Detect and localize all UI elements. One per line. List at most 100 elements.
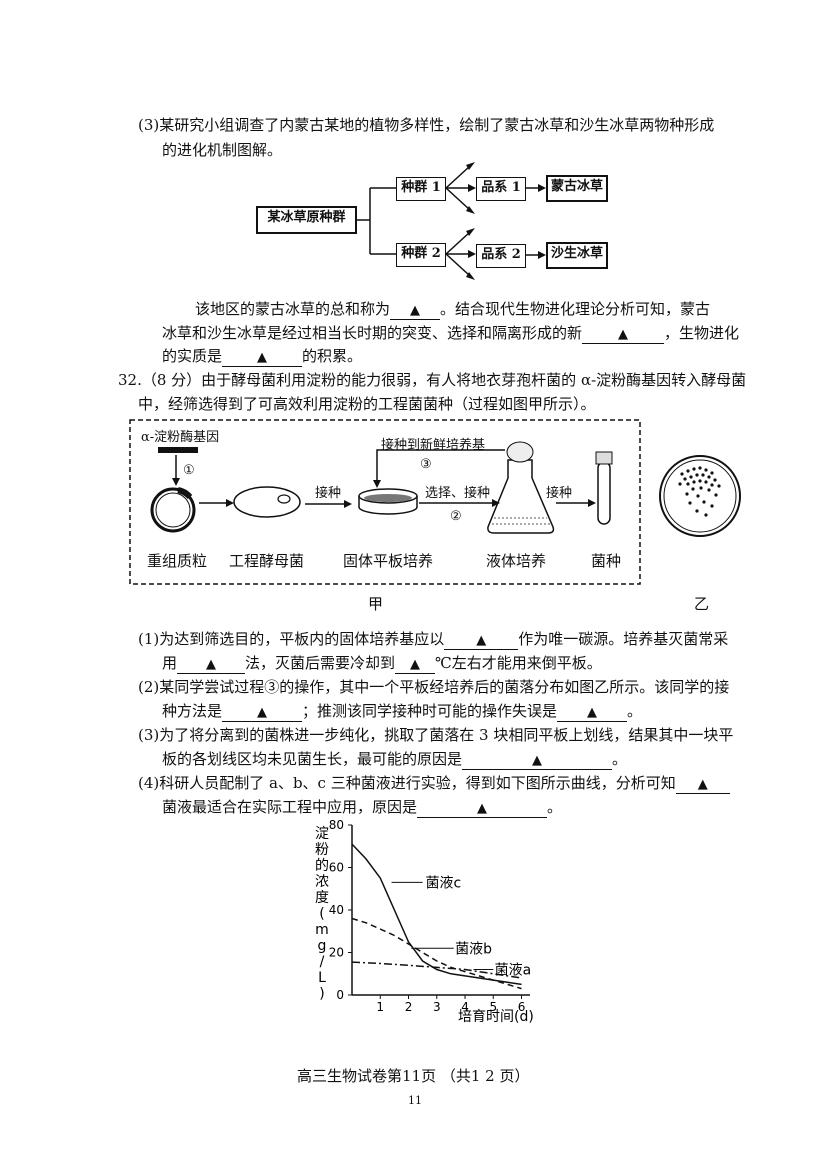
q32-head2: 中，经筛选得到了可高效利用淀粉的工程菌菌种（过程如图甲所示）。: [138, 395, 596, 413]
liquid-culture-label: 液体培养: [486, 552, 547, 570]
answer-blank[interactable]: ▲: [444, 631, 519, 650]
step-2-label: ②: [450, 509, 462, 524]
y-axis-label-char: (: [319, 906, 324, 922]
text-fragment: 。: [612, 750, 628, 768]
plate-yi-shape: [659, 455, 741, 537]
figure-yi-caption: 乙: [694, 595, 710, 613]
strain-1-box: 品系 1: [476, 177, 526, 201]
q32-3-line1: (3)为了将分离到的菌株进一步纯化，挑取了菌落在 3 块相同平板上划线，结果其中…: [138, 726, 734, 744]
flask-shape: [487, 459, 555, 534]
series-label: 菌液b: [455, 941, 492, 957]
x-axis-label: 培育时间(d): [458, 1009, 534, 1025]
q31-3-text-line1: 该地区的蒙古冰草的总和称为 ▲ 。结合现代生物进化理论分析可知，蒙古: [195, 299, 710, 320]
y-axis-label-char: L: [318, 970, 326, 986]
solid-culture-label: 固体平板培养: [343, 552, 434, 570]
series-label: 菌液a: [495, 963, 532, 979]
answer-blank[interactable]: ▲: [675, 775, 730, 794]
y-axis-label-char: /: [320, 954, 325, 970]
x-tick-label: 2: [405, 1000, 413, 1014]
y-axis-label-char: 度: [315, 890, 329, 906]
q32-2-line1: (2)某同学尝试过程③的操作，其中一个平板经培养后的菌落分布如图乙所示。该同学的…: [138, 678, 730, 696]
blank-marker-icon: ▲: [697, 777, 708, 792]
text-fragment: 的积累。: [302, 347, 363, 365]
text-fragment: 法，灭菌后需要冷却到: [245, 654, 396, 672]
strain-2-box: 品系 2: [476, 244, 526, 268]
q32-4-line1: (4)科研人员配制了 a、b、c 三种菌液进行实验，得到如下图所示曲线，分析可知…: [138, 773, 730, 794]
footer-title: 高三生物试卷第11页 （共1 2 页）: [297, 1067, 530, 1085]
y-tick-label: 0: [336, 988, 344, 1002]
population-1-box: 种群 1: [396, 177, 446, 201]
text-fragment: ，生物进化: [664, 324, 740, 342]
footer-page-number: 11: [408, 1094, 422, 1107]
x-tick-label: 6: [518, 1000, 526, 1014]
text-fragment: 。: [627, 702, 643, 720]
text-fragment: 用: [162, 654, 178, 672]
answer-blank[interactable]: ▲: [582, 325, 665, 344]
plasmid-shape: [150, 487, 196, 533]
y-tick-label: 60: [329, 861, 344, 875]
series-label: 菌液c: [425, 875, 461, 891]
x-tick-label: 5: [489, 1000, 497, 1014]
population-2-box: 种群 2: [396, 243, 446, 267]
text-fragment: 。结合现代生物进化理论分析可知，蒙古: [440, 300, 711, 318]
answer-blank[interactable]: ▲: [222, 703, 303, 722]
species-sand-box: 沙生冰草: [546, 242, 608, 269]
gene-bar: [158, 447, 198, 453]
yeast-shape: [233, 486, 301, 518]
answer-blank[interactable]: ▲: [462, 751, 613, 770]
y-axis-label-char: 浓: [315, 874, 329, 890]
answer-blank[interactable]: ▲: [222, 348, 303, 367]
text-fragment: 作为唯一碳源。培养基灭菌常采: [518, 630, 729, 648]
q32-1-line1: (1)为达到筛选目的，平板内的固体培养基应以▲作为唯一碳源。培养基灭菌常采: [138, 629, 728, 650]
q32-4-line2: 菌液最适合在实际工程中应用，原因是 ▲ 。: [162, 797, 562, 818]
blank-marker-icon: ▲: [257, 705, 268, 720]
y-axis-label-char: 淀: [315, 826, 329, 842]
y-tick-label: 80: [329, 818, 344, 832]
step-3-label: ③: [420, 457, 432, 472]
text-fragment: ℃左右才能用来倒平板。: [435, 654, 602, 672]
y-tick-label: 20: [329, 946, 344, 960]
q31-3-line1: (3)某研究小组调查了内蒙古某地的植物多样性，绘制了蒙古冰草和沙生冰草两物种形成: [138, 116, 715, 134]
x-tick-label: 3: [433, 1000, 441, 1014]
blank-marker-icon: ▲: [587, 705, 598, 720]
inoculate-label-2: 接种: [546, 486, 573, 501]
answer-blank[interactable]: ▲: [177, 655, 246, 674]
blank-marker-icon: ▲: [410, 303, 421, 318]
text-fragment: 种方法是: [162, 702, 223, 720]
step-3-caption: 接种到新鲜培养基: [381, 438, 486, 453]
answer-blank[interactable]: ▲: [557, 703, 628, 722]
q32-3-line2: 板的各划线区均未见菌生长，最可能的原因是▲。: [162, 749, 627, 770]
y-tick-label: 40: [329, 903, 344, 917]
blank-marker-icon: ▲: [257, 350, 268, 365]
step-1-label: ①: [183, 463, 195, 478]
text-fragment: ；推测该同学接种时可能的操作失误是: [302, 702, 558, 720]
text-fragment: 的实质是: [162, 347, 223, 365]
figure-jia-border: [129, 419, 641, 585]
y-axis-label-char: ): [319, 986, 324, 1002]
y-axis-label-char: m: [315, 922, 329, 938]
answer-blank[interactable]: ▲: [417, 799, 548, 818]
answer-blank[interactable]: ▲: [390, 301, 441, 320]
q31-3-text-line2: 冰草和沙生冰草是经过相当长时期的突变、选择和隔离形成的新▲，生物进化: [162, 323, 739, 344]
x-tick-label: 4: [461, 1000, 469, 1014]
select-inoculate-label: 选择、接种: [425, 486, 491, 501]
text-fragment: 冰草和沙生冰草是经过相当长时期的突变、选择和隔离形成的新: [162, 324, 583, 342]
q31-3-text-line3: 的实质是 ▲ 的积累。: [162, 346, 362, 367]
text-fragment: 该地区的蒙古冰草的总和称为: [195, 300, 391, 318]
q31-3-line2: 的进化机制图解。: [162, 141, 283, 159]
answer-blank[interactable]: ▲: [395, 655, 436, 674]
blank-marker-icon: ▲: [476, 633, 487, 648]
strain-label: 菌种: [591, 552, 622, 570]
yeast-label: 工程酵母菌: [229, 552, 305, 570]
text-fragment: 菌液最适合在实际工程中应用，原因是: [162, 798, 418, 816]
inoculate-label-1: 接种: [315, 486, 342, 501]
text-fragment: (4)科研人员配制了 a、b、c 三种菌液进行实验，得到如下图所示曲线，分析可知: [138, 774, 676, 792]
figure-jia-caption: 甲: [368, 595, 384, 613]
text-fragment: 。: [547, 798, 563, 816]
blank-marker-icon: ▲: [477, 801, 488, 816]
text-fragment: 板的各划线区均未见菌生长，最可能的原因是: [162, 750, 463, 768]
plasmid-label: 重组质粒: [147, 552, 208, 570]
